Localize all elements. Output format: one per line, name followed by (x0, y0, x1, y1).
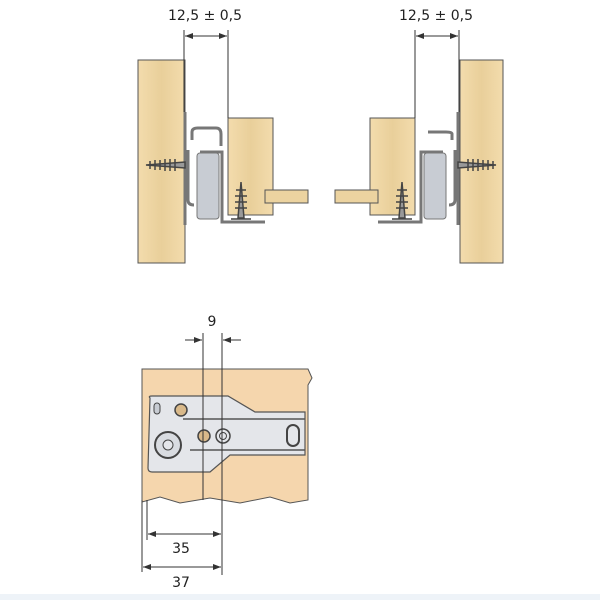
right-horizontal-screw-icon (457, 159, 497, 171)
roller-axle-icon (162, 439, 174, 451)
right-drawer-side (369, 117, 416, 216)
left-cabinet-wall (137, 59, 186, 264)
hole-spacing-label: 9 (208, 314, 217, 330)
left-horizontal-screw-icon (145, 159, 186, 171)
bottom-strip (0, 594, 600, 600)
screw-hole-3-inner-icon (219, 432, 227, 440)
right-assembly: 12,5 ± 0,5 (334, 8, 504, 264)
left-dimension-label: 12,5 ± 0,5 (168, 8, 242, 24)
left-drawer-bottom (264, 189, 309, 204)
right-roller (423, 152, 447, 220)
outer-offset-label: 37 (172, 575, 190, 591)
left-assembly: 12,5 ± 0,5 (137, 8, 309, 264)
right-drawer-bottom (334, 189, 379, 204)
left-roller (196, 152, 220, 220)
screw-hole-2-icon (197, 429, 211, 443)
inner-offset-label: 35 (172, 541, 190, 557)
oval-slot-icon (286, 424, 300, 447)
side-view: 9 35 37 (141, 314, 313, 591)
screw-hole-icon (174, 403, 188, 417)
slot-hole-icon (153, 402, 161, 415)
right-dimension-label: 12,5 ± 0,5 (399, 8, 473, 24)
screw-hole-3-icon (215, 428, 231, 444)
right-cabinet-wall (459, 59, 504, 264)
left-vertical-screw-icon (231, 181, 251, 220)
right-vertical-screw-icon (392, 181, 412, 220)
